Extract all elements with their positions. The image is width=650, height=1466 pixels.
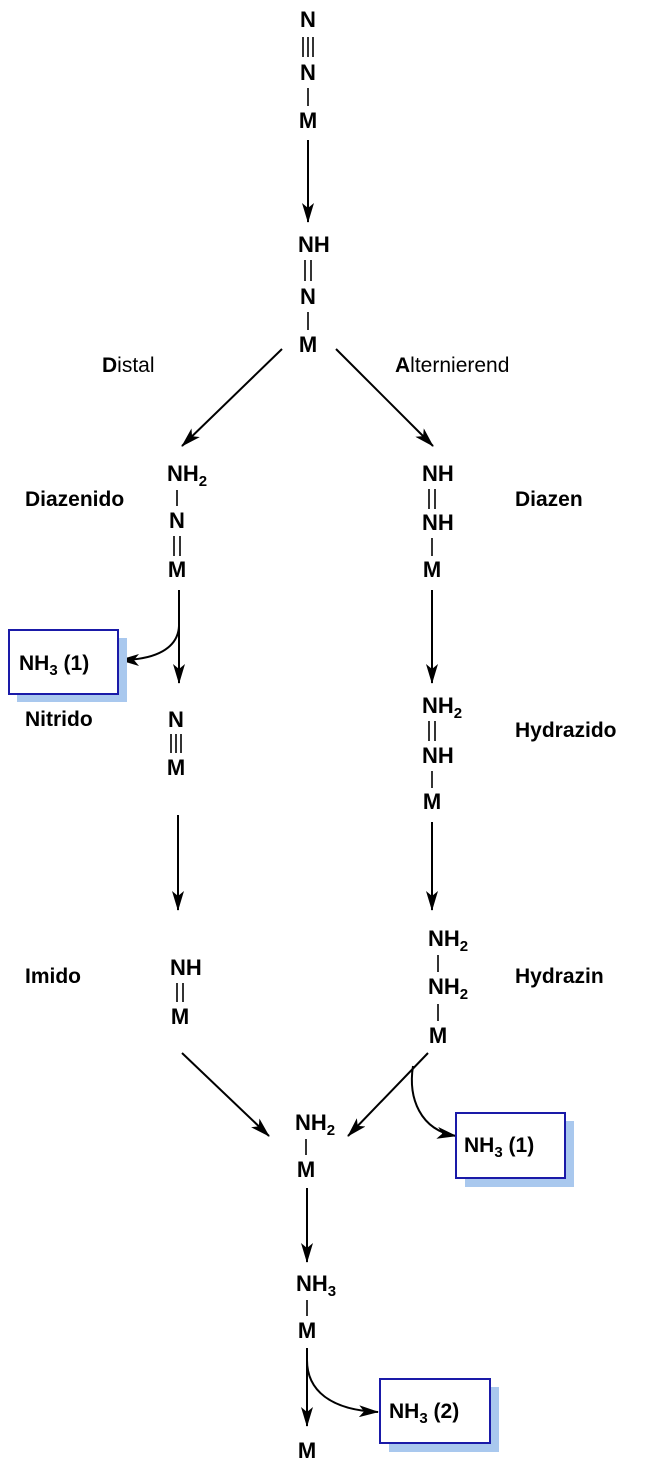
atom-nh2-mid: NH2 (428, 974, 468, 1003)
atom-n-mid: N (300, 284, 316, 309)
double-bond (173, 536, 181, 556)
atom-metal: M (297, 1157, 315, 1182)
box-border (8, 629, 119, 695)
atom-metal: M (423, 789, 441, 814)
species-nitrido: N M (167, 707, 185, 780)
species-ammine: NH3 M (296, 1271, 336, 1343)
atom-nh2-top: NH2 (167, 461, 207, 490)
species-bare-metal: M (298, 1438, 316, 1461)
atom-nh2-top: NH2 (428, 926, 468, 955)
triple-bond (302, 37, 314, 57)
atom-n-mid: N (169, 508, 185, 533)
label-diazenido: Diazenido (25, 488, 124, 511)
arrow-release-nh3-2 (411, 1065, 457, 1139)
label-alternating: Alternierend (395, 354, 509, 377)
product-box-1: NH3 (1) (8, 629, 127, 702)
label-diazen: Diazen (515, 488, 583, 511)
box-border (455, 1112, 566, 1179)
atom-nh-top: NH (422, 461, 454, 486)
atom-metal: M (298, 1318, 316, 1343)
arrow-alternating-branch (335, 348, 434, 447)
label-hydrazido: Hydrazido (515, 719, 617, 742)
species-hydrazin: NH2 NH2 M (428, 926, 468, 1048)
product-box-2: NH3 (1) (455, 1112, 574, 1187)
product-nh3-1: NH3 (1) (19, 652, 89, 679)
arrow-hydrazin-to-amido (347, 1052, 429, 1137)
atom-n-mid: N (300, 60, 316, 85)
atom-metal: M (167, 755, 185, 780)
double-bond (176, 983, 184, 1002)
species-nnh: NH N M (298, 232, 330, 357)
atom-nh-top: NH (298, 232, 330, 257)
atom-n-top: N (168, 707, 184, 732)
species-hydrazido: NH2 NH M (422, 693, 462, 814)
arrow-release-nh3-1 (119, 625, 180, 666)
label-distal: Distal (102, 354, 155, 377)
atom-metal: M (429, 1023, 447, 1048)
atom-nh-mid: NH (422, 743, 454, 768)
species-dinitrogen: N N M (299, 7, 317, 133)
atom-metal: M (171, 1004, 189, 1029)
product-nh3-2: NH3 (1) (464, 1134, 534, 1161)
atom-nh-mid: NH (422, 510, 454, 535)
species-amido: NH2 M (295, 1110, 335, 1182)
atom-metal: M (423, 557, 441, 582)
double-bond (428, 721, 436, 741)
species-imido: NH M (170, 955, 202, 1029)
arrow-distal-branch (181, 348, 283, 447)
atom-metal: M (299, 332, 317, 357)
triple-bond (170, 734, 182, 753)
label-nitrido: Nitrido (25, 708, 93, 731)
atom-nh2-top: NH2 (422, 693, 462, 722)
atom-metal: M (168, 557, 186, 582)
box-border (379, 1378, 491, 1444)
species-diazen: NH NH M (422, 461, 454, 582)
atom-metal: M (299, 108, 317, 133)
label-hydrazin: Hydrazin (515, 965, 604, 988)
double-bond (428, 489, 436, 509)
double-bond (304, 260, 312, 281)
atom-n-top: N (300, 7, 316, 32)
atom-nh-top: NH (170, 955, 202, 980)
product-nh3-3: NH3 (2) (389, 1400, 459, 1427)
species-diazenido: NH2 N M (167, 461, 207, 582)
arrow-release-nh3-3 (306, 1359, 379, 1418)
atom-nh3-top: NH3 (296, 1271, 336, 1300)
label-imido: Imido (25, 965, 81, 988)
atom-nh2-top: NH2 (295, 1110, 335, 1139)
product-box-3: NH3 (2) (379, 1378, 499, 1452)
arrow-imido-to-amido (181, 1052, 270, 1137)
